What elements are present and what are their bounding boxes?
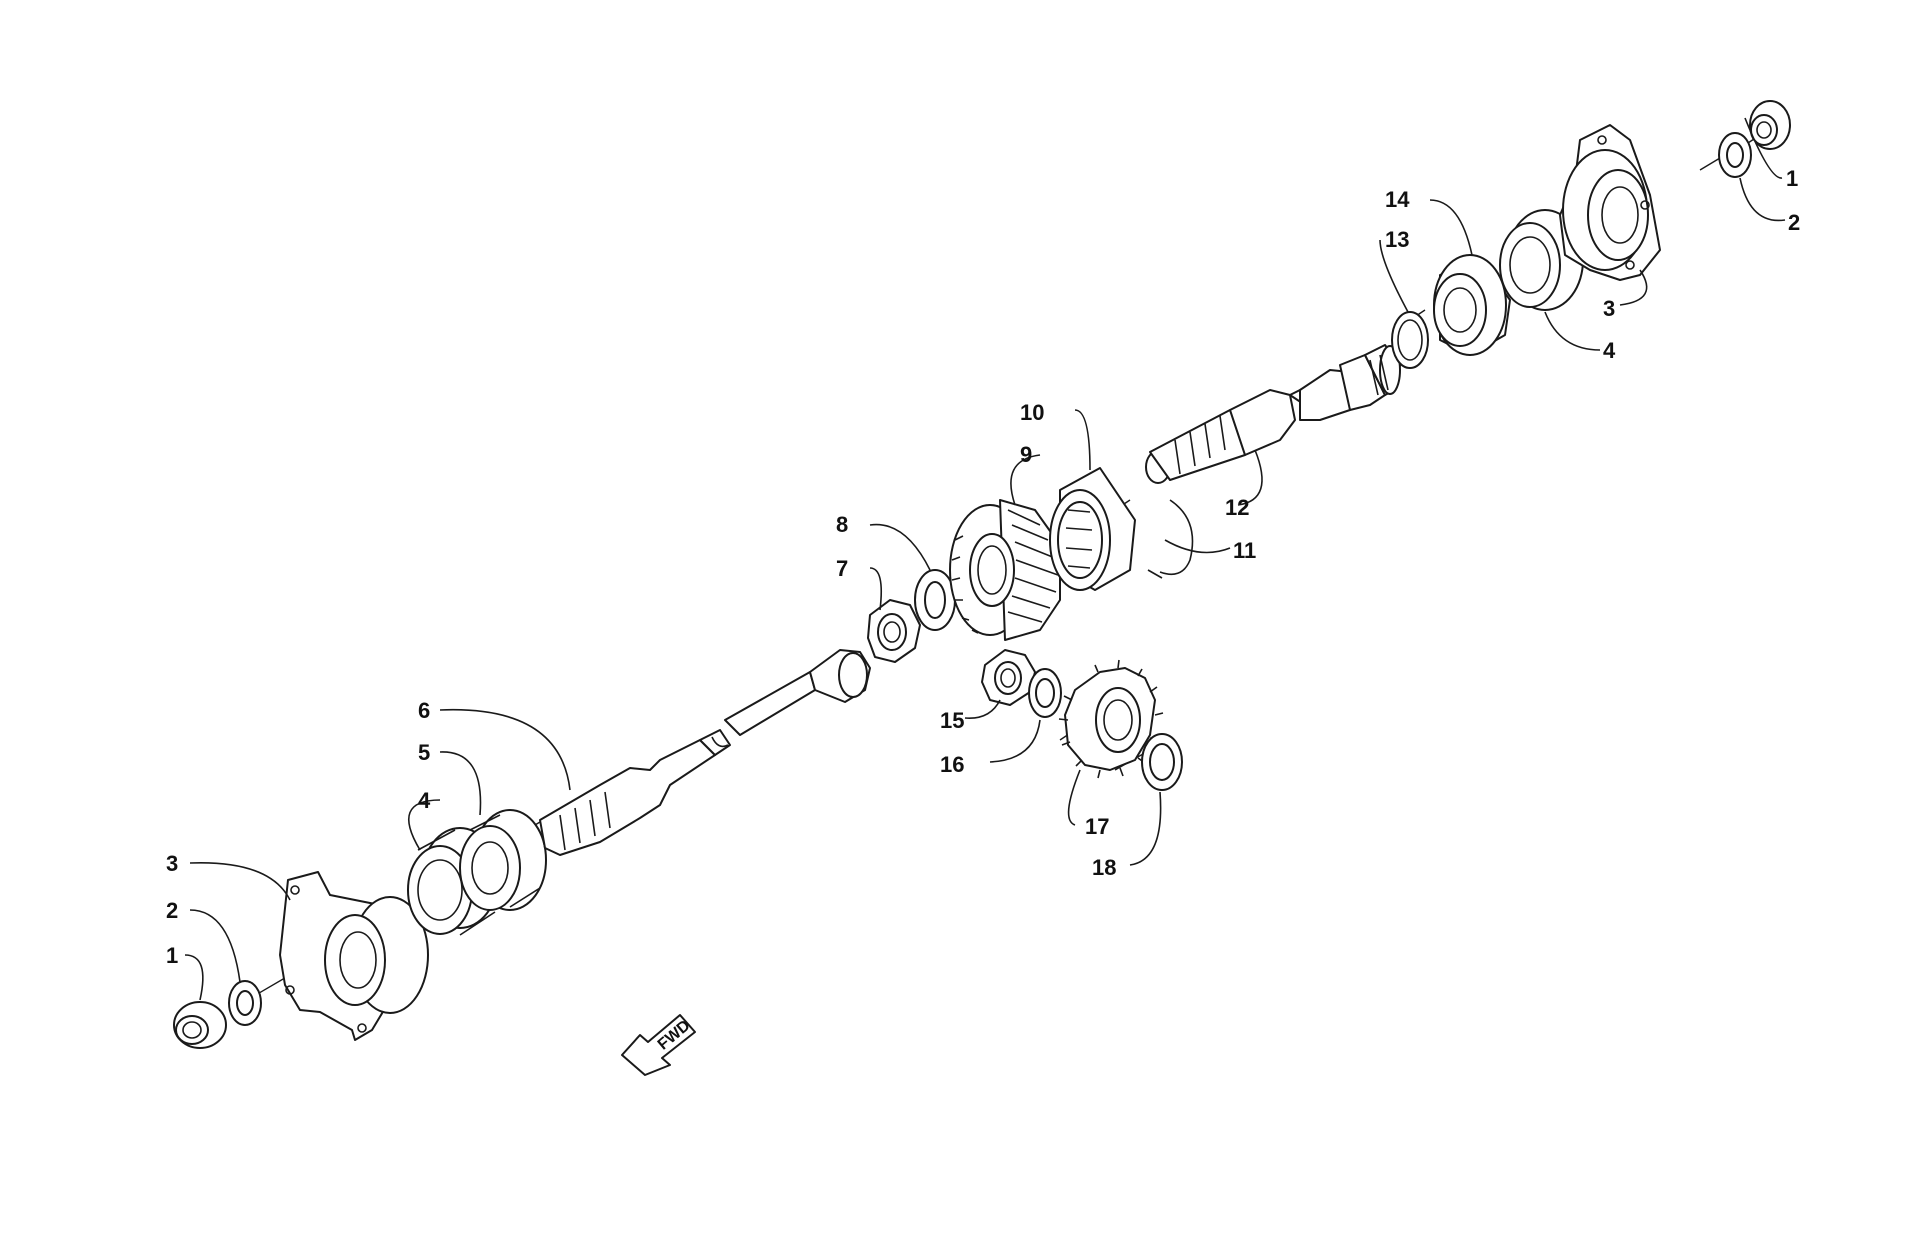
- part-2-washer-left: [228, 980, 262, 1026]
- callout-6: 6: [418, 698, 430, 723]
- part-12-shaft-rear: [1145, 344, 1401, 484]
- callout-2-left: 2: [166, 898, 178, 923]
- part-3-flange-left: [279, 871, 429, 1041]
- callout-13: 13: [1385, 227, 1409, 252]
- part-15-nut: [981, 649, 1036, 706]
- part-4-bearing-right: [1499, 209, 1584, 311]
- part-6-shaft-front: [539, 649, 871, 856]
- callout-12: 12: [1225, 495, 1249, 520]
- part-17-gear: [1058, 659, 1164, 779]
- callout-17: 17: [1085, 814, 1109, 839]
- callout-15: 15: [940, 708, 964, 733]
- part-5-bearing-left: [459, 809, 547, 911]
- leader-lines: [184, 117, 1786, 1001]
- callout-4-right: 4: [1603, 338, 1616, 363]
- part-13-o-ring: [1391, 311, 1429, 369]
- callout-18: 18: [1092, 855, 1116, 880]
- callout-1-left: 1: [166, 943, 178, 968]
- fwd-arrow-icon: FWD: [621, 1014, 696, 1076]
- part-9-bevel-gear: [949, 499, 1061, 641]
- part-7-nut: [867, 599, 921, 663]
- callout-14: 14: [1385, 187, 1410, 212]
- part-1-nut-right: [1749, 100, 1791, 150]
- callout-2-right: 2: [1788, 210, 1800, 235]
- callout-5: 5: [418, 740, 430, 765]
- part-14-bearing: [1433, 254, 1511, 356]
- callout-9: 9: [1020, 442, 1032, 467]
- callout-10: 10: [1020, 400, 1044, 425]
- callout-8: 8: [836, 512, 848, 537]
- part-10-collar: [1049, 467, 1136, 591]
- part-2-washer-right: [1718, 132, 1752, 178]
- callout-3-right: 3: [1603, 296, 1615, 321]
- part-16-washer: [1028, 668, 1062, 718]
- callout-3-left: 3: [166, 851, 178, 876]
- part-11-retaining-ring: [1147, 499, 1194, 579]
- callout-1-right: 1: [1786, 166, 1798, 191]
- callout-numbers: 1 2 3 4 14 13 10 9 12 11 8 7 15 16 17 18…: [166, 166, 1800, 968]
- callout-7: 7: [836, 556, 848, 581]
- part-1-nut-left: [173, 1001, 227, 1049]
- callout-16: 16: [940, 752, 964, 777]
- part-8-washer: [914, 569, 956, 631]
- callout-11: 11: [1233, 538, 1256, 563]
- callout-4-left: 4: [418, 788, 431, 813]
- part-3-flange-right: [1559, 124, 1661, 281]
- part-18-washer: [1141, 733, 1183, 791]
